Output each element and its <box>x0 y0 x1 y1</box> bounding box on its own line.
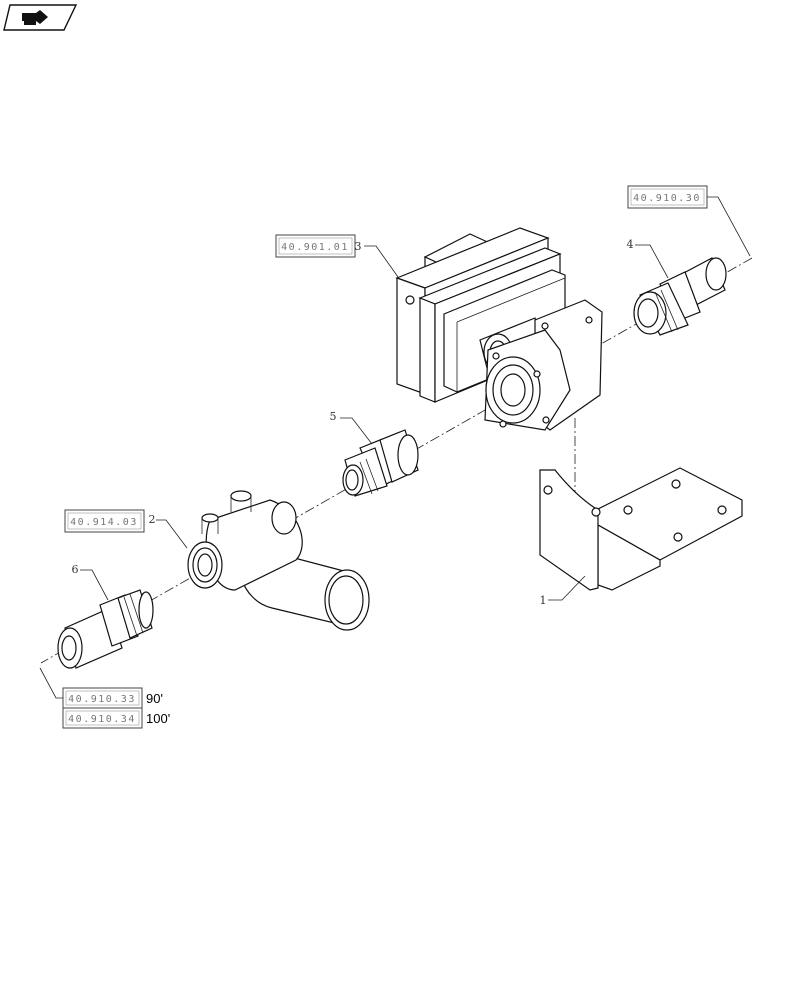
ref-box-40-910-33[interactable]: 40.910.33 <box>62 687 143 709</box>
callout-2: 2 <box>149 513 156 526</box>
callout-1: 1 <box>540 594 547 607</box>
ref-label: 40.910.33 <box>68 694 136 705</box>
ref-label: 40.914.03 <box>70 517 138 528</box>
ref-label: 40.901.01 <box>281 242 349 253</box>
callout-3: 3 <box>355 240 362 253</box>
part-4-hose-fitting <box>633 257 727 336</box>
size-label-100: 100' <box>146 711 170 726</box>
part-2-regulator <box>187 490 370 631</box>
part-5-nipple-fitting <box>342 429 419 497</box>
size-label-90: 90' <box>146 691 163 706</box>
ref-box-40-901-01[interactable]: 40.901.01 <box>275 234 356 258</box>
callout-6: 6 <box>72 563 79 576</box>
part-6-hose-barb <box>57 589 154 669</box>
callout-5: 5 <box>330 410 337 423</box>
back-arrow-icon <box>22 10 48 25</box>
ref-label: 40.910.30 <box>633 193 701 204</box>
part-1-mounting-bracket <box>539 467 743 591</box>
back-navigation-button[interactable] <box>3 4 78 31</box>
callout-4: 4 <box>627 238 634 251</box>
ref-box-40-910-34[interactable]: 40.910.34 <box>62 707 143 729</box>
ref-label: 40.910.34 <box>68 714 136 725</box>
part-3-valve-housing <box>395 227 603 431</box>
ref-box-40-914-03[interactable]: 40.914.03 <box>64 509 145 533</box>
ref-box-40-910-30[interactable]: 40.910.30 <box>627 185 708 209</box>
